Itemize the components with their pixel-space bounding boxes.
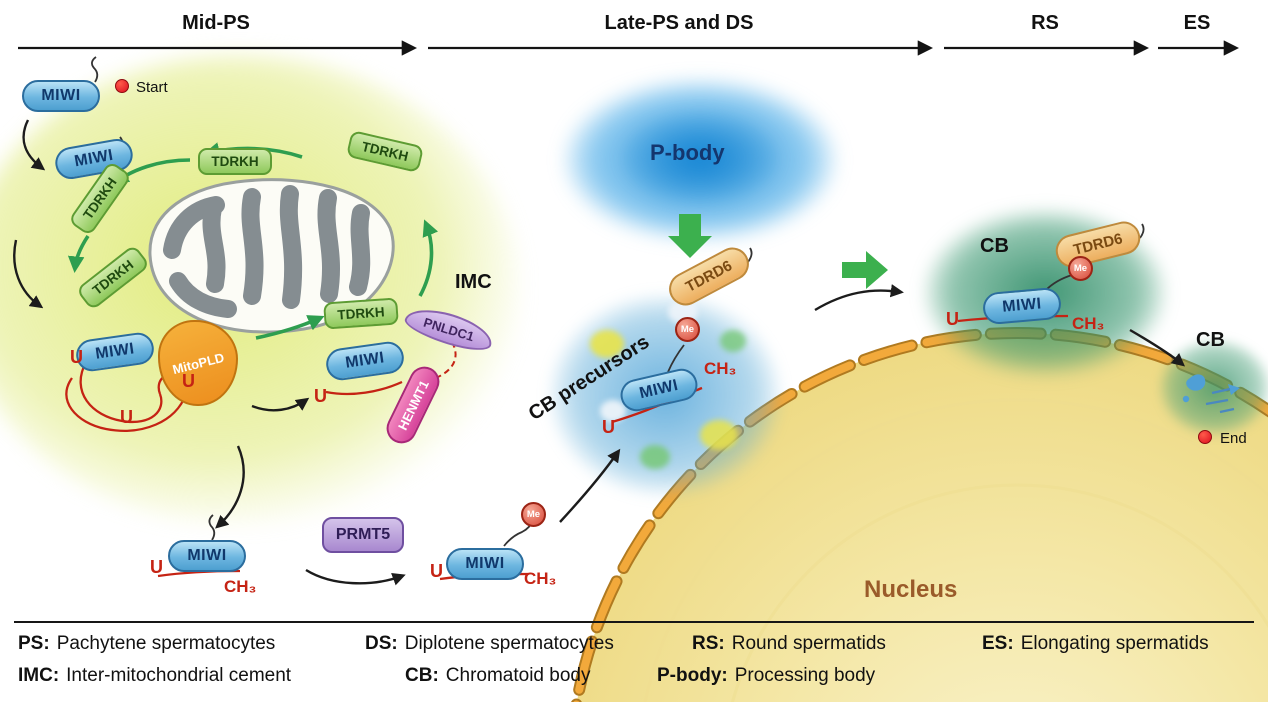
legend-abbr-imc: IMC: bbox=[18, 665, 60, 686]
uridine-label: U bbox=[70, 347, 83, 367]
methyl-me-badge: Me bbox=[675, 317, 700, 342]
cb-remnant-region bbox=[1160, 340, 1268, 435]
miwi-protein: MIWI bbox=[74, 330, 156, 374]
cb-remnant-label: CB bbox=[1196, 329, 1225, 351]
tdrd6-protein: TDRD6 bbox=[1052, 218, 1144, 271]
uridine-label: U bbox=[430, 561, 443, 581]
cb-precursor-speck bbox=[640, 445, 670, 469]
miwi-protein: MIWI bbox=[324, 339, 406, 383]
legend-text-imc: Inter-mitochondrial cement bbox=[66, 665, 292, 686]
legend-text-cb: Chromatoid body bbox=[445, 665, 591, 686]
start-dot bbox=[115, 79, 129, 93]
nucleus-label: Nucleus bbox=[864, 576, 958, 603]
cb-remnant-fragments bbox=[1182, 374, 1240, 414]
end-dot bbox=[1198, 430, 1212, 444]
legend-item-es: ES: Elongating spermatids bbox=[982, 633, 1209, 655]
legend-text-ds: Diplotene spermatocytes bbox=[404, 633, 614, 654]
legend-abbr-ds: DS: bbox=[365, 633, 398, 654]
legend-item-ds: DS: Diplotene spermatocytes bbox=[365, 633, 614, 655]
tdrkh-protein: TDRKH bbox=[198, 148, 272, 175]
legend-text-es: Elongating spermatids bbox=[1020, 633, 1209, 654]
legend-item-pbody: P-body: Processing body bbox=[657, 665, 875, 687]
ch3-label: CH₃ bbox=[524, 569, 557, 588]
legend-item-ps: PS: Pachytene spermatocytes bbox=[18, 633, 275, 655]
cb-label: CB bbox=[980, 235, 1009, 257]
tdrd6-protein: TDRD6 bbox=[663, 241, 755, 312]
mitopld-protein: MitoPLD bbox=[158, 320, 238, 406]
phase-rs: RS bbox=[1031, 12, 1059, 34]
tdrkh-protein: TDRKH bbox=[345, 130, 425, 173]
phase-late-ps-ds: Late-PS and DS bbox=[604, 12, 754, 34]
legend-abbr-ps: PS: bbox=[18, 633, 50, 654]
pbody-label: P-body bbox=[650, 140, 725, 165]
miwi-protein: MIWI bbox=[617, 365, 701, 415]
legend-abbr-pbody: P-body: bbox=[657, 665, 728, 686]
henmt1-protein: HENMT1 bbox=[381, 361, 445, 449]
pnldc1-protein: PNLDC1 bbox=[401, 301, 497, 357]
legend-divider bbox=[14, 621, 1254, 623]
cb-precursor-speck bbox=[700, 420, 738, 450]
legend-abbr-rs: RS: bbox=[692, 633, 725, 654]
end-label: End bbox=[1220, 430, 1247, 447]
legend-abbr-es: ES: bbox=[982, 633, 1014, 654]
ch3-label: CH₃ bbox=[224, 577, 257, 596]
cb-precursor-speck bbox=[720, 330, 746, 352]
phase-mid-ps: Mid-PS bbox=[182, 12, 250, 34]
uridine-label: U bbox=[182, 371, 195, 391]
miwi-protein: MIWI bbox=[22, 80, 100, 112]
imc-label: IMC bbox=[455, 271, 492, 293]
start-label: Start bbox=[136, 79, 168, 96]
legend-text-rs: Round spermatids bbox=[731, 633, 886, 654]
legend-abbr-cb: CB: bbox=[405, 665, 439, 686]
mitopld-label: MitoPLD bbox=[170, 349, 226, 377]
uridine-label: U bbox=[946, 309, 959, 329]
legend-text-ps: Pachytene spermatocytes bbox=[56, 633, 276, 654]
miwi-protein: MIWI bbox=[446, 548, 524, 580]
legend-item-rs: RS: Round spermatids bbox=[692, 633, 886, 655]
legend-item-cb: CB: Chromatoid body bbox=[405, 665, 590, 687]
uridine-label: U bbox=[602, 417, 615, 437]
ch3-label: CH₃ bbox=[704, 359, 737, 378]
legend-item-imc: IMC: Inter-mitochondrial cement bbox=[18, 665, 291, 687]
ch3-label: CH₃ bbox=[1072, 314, 1105, 333]
miwi-protein: MIWI bbox=[981, 286, 1063, 326]
tdrkh-protein: TDRKH bbox=[75, 244, 151, 311]
uridine-label: U bbox=[314, 386, 327, 406]
uridine-label: U bbox=[120, 407, 133, 427]
phase-es: ES bbox=[1183, 12, 1211, 34]
prmt5-protein: PRMT5 bbox=[322, 517, 404, 553]
methyl-me-badge: Me bbox=[521, 502, 546, 527]
tdrkh-protein: TDRKH bbox=[323, 297, 399, 330]
methyl-me-badge: Me bbox=[1068, 256, 1093, 281]
uridine-label: U bbox=[150, 557, 163, 577]
legend-text-pbody: Processing body bbox=[734, 665, 876, 686]
miwi-protein: MIWI bbox=[168, 540, 246, 572]
